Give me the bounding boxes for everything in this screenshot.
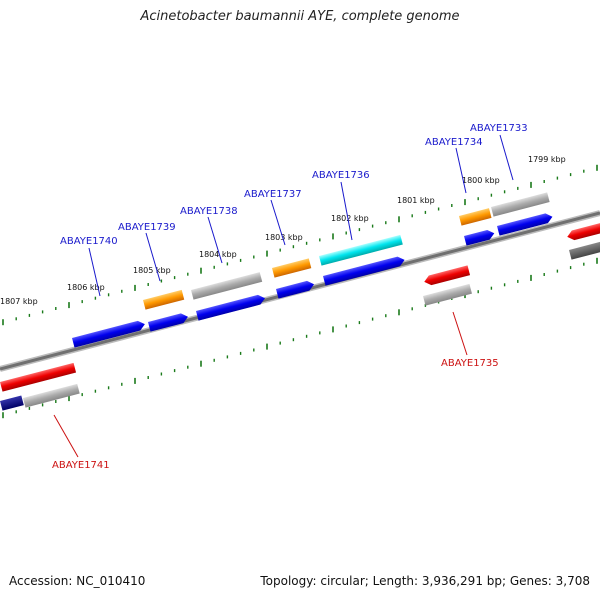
forward-gene-arrow[interactable] <box>497 212 554 236</box>
misc-feature[interactable] <box>490 192 550 217</box>
highlight-feature[interactable] <box>319 234 403 266</box>
gene-labels-forward: ABAYE1733 ABAYE1734 ABAYE1736 ABAYE1737 … <box>60 123 528 247</box>
gene-label[interactable]: ABAYE1738 <box>180 206 238 217</box>
misc-feature[interactable] <box>569 239 600 260</box>
scale-label: 1805 kbp <box>133 266 171 275</box>
misc-feature[interactable] <box>22 383 80 408</box>
reverse-gene-arrow[interactable] <box>566 221 600 242</box>
gene-labels-reverse: ABAYE1735 ABAYE1741 <box>52 358 499 471</box>
rna-feature[interactable] <box>143 289 185 310</box>
scale-label: 1800 kbp <box>462 176 500 185</box>
scale-label: 1807 kbp <box>0 297 38 306</box>
scale-label: 1804 kbp <box>199 250 237 259</box>
scale-label: 1803 kbp <box>265 233 303 242</box>
label-leaders-reverse <box>53 311 468 458</box>
gene-label[interactable]: ABAYE1735 <box>441 358 499 369</box>
misc-feature[interactable] <box>423 283 472 306</box>
gene-label[interactable]: ABAYE1736 <box>312 170 370 181</box>
forward-gene-arrow[interactable] <box>196 293 266 321</box>
topology-text: Topology: circular; Length: 3,936,291 bp… <box>260 574 590 588</box>
scale-label: 1801 kbp <box>397 196 435 205</box>
gene-label[interactable]: ABAYE1733 <box>470 123 528 134</box>
scale-label: 1802 kbp <box>331 214 369 223</box>
accession-text: Accession: NC_010410 <box>9 574 146 588</box>
rna-feature[interactable] <box>272 258 312 278</box>
rna-feature[interactable] <box>459 208 492 226</box>
forward-gene-arrow[interactable] <box>72 319 146 348</box>
gene-label[interactable]: ABAYE1741 <box>52 460 110 471</box>
label-leaders-forward <box>88 134 514 297</box>
forward-gene-arrow[interactable] <box>323 255 406 286</box>
map-title: Acinetobacter baumannii AYE, complete ge… <box>140 9 460 24</box>
scale-label: 1806 kbp <box>67 283 105 292</box>
scale-labels: 1807 kbp 1806 kbp 1805 kbp 1804 kbp 1803… <box>0 155 566 306</box>
forward-gene-arrow[interactable] <box>464 228 496 246</box>
gene-label[interactable]: ABAYE1739 <box>118 222 176 233</box>
other-gene[interactable] <box>0 395 24 411</box>
gene-label[interactable]: ABAYE1740 <box>60 236 118 247</box>
reverse-gene-arrow[interactable] <box>423 265 471 286</box>
reverse-gene-arrow[interactable] <box>0 362 77 392</box>
features <box>0 192 600 411</box>
forward-gene-arrow[interactable] <box>276 279 315 299</box>
misc-feature[interactable] <box>191 272 263 300</box>
scale-ticks-outer <box>2 164 598 326</box>
forward-gene-arrow[interactable] <box>148 312 189 332</box>
gene-label[interactable]: ABAYE1737 <box>244 189 302 200</box>
scale-label: 1799 kbp <box>528 155 566 164</box>
gene-label[interactable]: ABAYE1734 <box>425 137 483 148</box>
